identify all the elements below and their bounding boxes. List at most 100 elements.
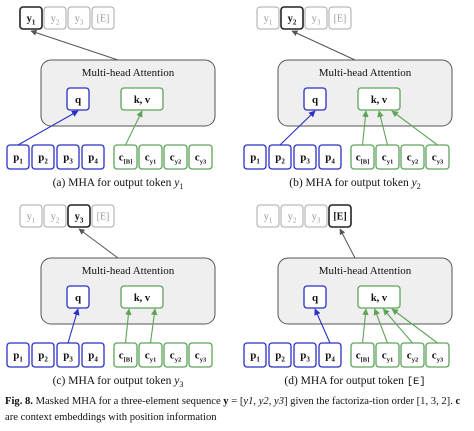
kv-box [357, 87, 401, 111]
kv-box [120, 87, 164, 111]
c-token-label: cy3 [195, 152, 207, 166]
c-token-box [138, 144, 163, 170]
output-token-box [304, 204, 328, 228]
output-token-box [256, 204, 280, 228]
mha-output-arrow [291, 30, 356, 61]
output-token-label: y1 [264, 212, 273, 225]
c-token-label: c[B] [356, 152, 370, 166]
output-token-box [67, 204, 91, 228]
q-box [303, 285, 327, 309]
kv-arrow [361, 110, 369, 146]
mha-output-arrow [30, 29, 119, 61]
q-box [303, 87, 327, 111]
kv-arrow [361, 308, 369, 344]
output-token-box [43, 6, 67, 30]
q-label: q [312, 292, 319, 304]
output-token-box [304, 6, 328, 30]
c-token-box [163, 342, 188, 368]
kv-arrow [377, 110, 389, 146]
c-token-label: c[B] [119, 350, 133, 364]
output-token-label: y2 [288, 14, 297, 27]
kv-arrow [382, 308, 413, 344]
p-token-box [293, 144, 317, 170]
q-label: q [75, 94, 82, 106]
p-token-label: p3 [63, 152, 73, 166]
c-token-label: c[B] [119, 152, 133, 166]
figure-caption: Fig. 8. Masked MHA for a three-element s… [5, 394, 467, 426]
kv-box [357, 285, 401, 309]
output-token-box [19, 204, 43, 228]
c-token-box [188, 342, 213, 368]
p-token-label: p2 [38, 350, 48, 364]
c-token-box [163, 144, 188, 170]
p-token-label: p2 [275, 350, 285, 364]
p-token-label: p3 [300, 350, 310, 364]
mha-figure: y1 y2 y3 [E] Multi-head Attention q k, v p1 p2 p3… [6, 6, 453, 389]
output-token-label: [E] [97, 14, 110, 25]
p-token-box [243, 144, 267, 170]
c-token-label: c[B] [356, 350, 370, 364]
q-box [66, 285, 90, 309]
output-token-label: [E] [334, 14, 347, 25]
output-token-label: y1 [27, 14, 36, 27]
caption-text-3: are context embeddings with position inf… [5, 412, 217, 423]
p-token-box [81, 144, 105, 170]
q-arrow [17, 110, 79, 146]
p-token-label: p2 [38, 152, 48, 166]
output-token-label: y3 [75, 212, 84, 225]
p-token-box [31, 144, 55, 170]
panel-caption: (a) MHA for output token y1 [53, 177, 184, 191]
output-token-box [256, 6, 280, 30]
q-arrow [279, 110, 316, 146]
output-token-label: y1 [264, 14, 273, 27]
kv-arrow [373, 308, 389, 344]
p-token-label: p4 [325, 152, 335, 166]
c-token-label: cy2 [407, 350, 418, 364]
c-token-label: cy1 [382, 350, 393, 364]
kv-arrow [125, 110, 143, 146]
p-token-label: p3 [300, 152, 310, 166]
output-token-label: y2 [51, 212, 60, 225]
kv-label: k, v [371, 293, 388, 304]
output-token-box [280, 204, 304, 228]
c-token-label: cy2 [170, 350, 181, 364]
caption-seq-items: y1, y2, y3 [243, 396, 284, 407]
kv-label: k, v [371, 95, 388, 106]
c-token-label: cy2 [407, 152, 418, 166]
mha-label: Multi-head Attention [82, 265, 175, 277]
output-token-label: [E] [333, 212, 346, 223]
output-token-label: y1 [27, 212, 36, 225]
c-token-label: cy3 [432, 350, 444, 364]
p-token-box [6, 342, 30, 368]
c-token-box [400, 144, 425, 170]
output-token-box [91, 204, 115, 228]
c-token-label: cy3 [432, 152, 444, 166]
caption-seq-eq: = [ [228, 396, 244, 407]
p-token-box [318, 144, 342, 170]
figure-label: Fig. 8. [5, 396, 33, 407]
p-token-box [268, 342, 292, 368]
caption-c-var: c [455, 396, 461, 407]
p-token-box [56, 144, 80, 170]
p-token-label: p3 [63, 350, 73, 364]
p-token-label: p1 [250, 152, 260, 166]
panel-caption: (c) MHA for output token y3 [53, 375, 184, 389]
output-token-label: y3 [75, 14, 84, 27]
q-label: q [312, 94, 319, 106]
p-token-label: p4 [325, 350, 335, 364]
q-box [66, 87, 90, 111]
kv-arrow [149, 308, 158, 344]
mha-output-arrow [78, 228, 119, 259]
c-token-label: cy2 [170, 152, 181, 166]
kv-box [120, 285, 164, 309]
caption-seq-var: y [223, 396, 229, 407]
p-token-label: p2 [275, 152, 285, 166]
p-token-box [31, 342, 55, 368]
caption-text-2: ] given the factoriza-tion order [1, 3, … [284, 396, 456, 407]
output-token-box [328, 204, 352, 228]
output-token-box [67, 6, 91, 30]
caption-text-1: Masked MHA for a three-element sequence [35, 396, 224, 407]
